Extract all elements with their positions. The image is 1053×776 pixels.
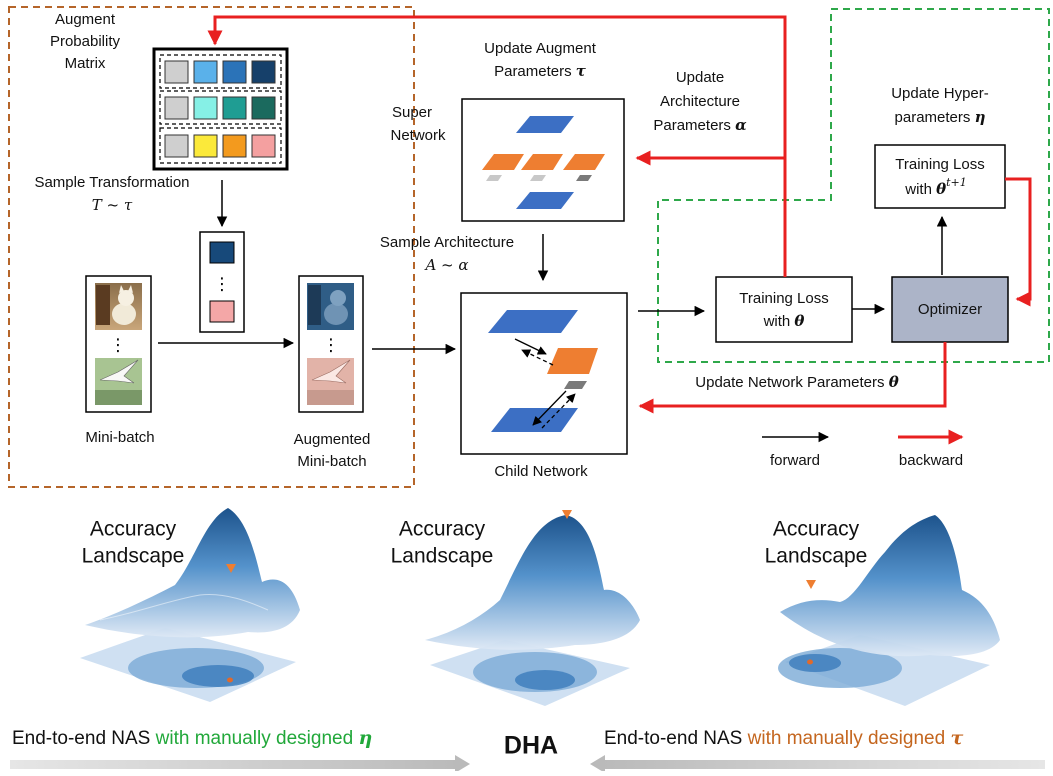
sampled-color-top xyxy=(209,241,235,264)
landscape-left-label-2: Landscape xyxy=(82,545,185,568)
prob-matrix-title-2: Probability xyxy=(50,33,121,50)
landscape-right-label-1: Accuracy xyxy=(773,518,860,541)
landscape-right-marker xyxy=(806,580,816,589)
prob-matrix-cell xyxy=(193,134,218,158)
child-network-box xyxy=(460,292,628,455)
backward-arrow-to-child-network xyxy=(638,342,947,414)
landscape-middle-label-2: Landscape xyxy=(391,545,494,568)
landscape-right: Accuracy Landscape xyxy=(765,515,1000,706)
landscape-middle-marker xyxy=(562,510,572,519)
probability-matrix xyxy=(152,47,289,171)
legend-backward-label: backward xyxy=(899,452,963,469)
prob-matrix-cell xyxy=(222,96,247,120)
super-network-box xyxy=(461,98,625,222)
cat-image xyxy=(95,283,142,330)
optimizer-label: Optimizer xyxy=(918,301,982,318)
prob-matrix-title-1: Augment xyxy=(55,11,116,28)
sample-transformation-label: Sample Transformation xyxy=(34,174,189,191)
optimizer-box: Optimizer xyxy=(891,276,1009,343)
update-architecture-label-1: Update xyxy=(676,69,724,86)
right-gray-arrow xyxy=(590,755,1045,773)
update-network-params-label: Update Network Parameters θ xyxy=(695,373,898,391)
training-loss-next-label-2: with θt+1 xyxy=(904,176,967,198)
update-augment-label-2: Parameters τ xyxy=(494,62,587,80)
update-architecture-label-3: Parameters α xyxy=(653,116,747,134)
prob-matrix-cell xyxy=(222,60,247,84)
sample-architecture-formula: A ~ α xyxy=(423,256,468,274)
prob-matrix-cell xyxy=(222,134,247,158)
landscape-left: Accuracy Landscape xyxy=(80,508,300,702)
backward-arrow-to-prob-matrix xyxy=(207,15,787,277)
training-loss-label-2: with θ xyxy=(763,312,805,330)
update-hyper-label-1: Update Hyper- xyxy=(891,85,989,102)
prob-matrix-cell xyxy=(164,134,189,158)
prob-matrix-cell xyxy=(251,96,276,120)
child-network-label: Child Network xyxy=(494,463,588,480)
augmented-minibatch-box: ⋮ xyxy=(298,275,364,413)
legend-forward-label: forward xyxy=(770,452,820,469)
bird-image xyxy=(95,358,142,405)
prob-matrix-cell xyxy=(193,60,218,84)
training-loss-next-label-1: Training Loss xyxy=(895,156,985,173)
prob-matrix-cell xyxy=(251,134,276,158)
backward-arrow-to-optimizer xyxy=(1005,177,1032,307)
prob-matrix-cell xyxy=(164,60,189,84)
landscape-right-label-2: Landscape xyxy=(765,545,868,568)
augmented-bird-image xyxy=(307,358,354,405)
sampled-color-bottom xyxy=(209,300,235,323)
augmented-dots: ⋮ xyxy=(323,335,340,354)
sample-architecture-label: Sample Architecture xyxy=(380,234,514,251)
super-network-label-1: Super xyxy=(392,104,432,121)
bottom-right-caption: End-to-end NAS with manually designed τ xyxy=(604,727,963,749)
sample-transformation-formula: T ~ τ xyxy=(92,196,133,214)
super-network-label-2: Network xyxy=(390,127,446,144)
update-architecture-label-2: Architecture xyxy=(660,93,740,110)
training-loss-label-1: Training Loss xyxy=(739,290,829,307)
prob-matrix-cell xyxy=(164,96,189,120)
sampled-dots: ⋮ xyxy=(214,274,231,293)
landscape-middle: Accuracy Landscape xyxy=(391,510,640,706)
augmented-minibatch-label-2: Mini-batch xyxy=(297,453,366,470)
augmented-cat-image xyxy=(307,283,354,330)
landscape-left-label-1: Accuracy xyxy=(90,518,177,541)
training-loss-box: Training Loss with θ xyxy=(715,276,853,343)
hyperparameter-group-border xyxy=(657,8,1050,363)
update-augment-label-1: Update Augment xyxy=(484,40,597,57)
minibatch-box: ⋮ xyxy=(85,275,152,413)
landscape-middle-label-1: Accuracy xyxy=(399,518,486,541)
prob-matrix-cell xyxy=(251,60,276,84)
minibatch-dots: ⋮ xyxy=(110,335,127,354)
prob-matrix-title-3: Matrix xyxy=(65,55,106,72)
bottom-left-caption: End-to-end NAS with manually designed η xyxy=(12,727,372,749)
left-gray-arrow xyxy=(10,755,470,773)
update-hyper-label-2: parameters η xyxy=(895,108,986,126)
sampled-transformation-column: ⋮ xyxy=(199,231,245,333)
prob-matrix-cell xyxy=(193,96,218,120)
dha-title: DHA xyxy=(504,732,558,760)
augmentation-group-border xyxy=(8,6,415,488)
minibatch-label: Mini-batch xyxy=(85,429,154,446)
training-loss-next-box: Training Loss with θt+1 xyxy=(874,144,1006,209)
augmented-minibatch-label-1: Augmented xyxy=(294,431,371,448)
landscape-left-marker xyxy=(226,564,236,573)
